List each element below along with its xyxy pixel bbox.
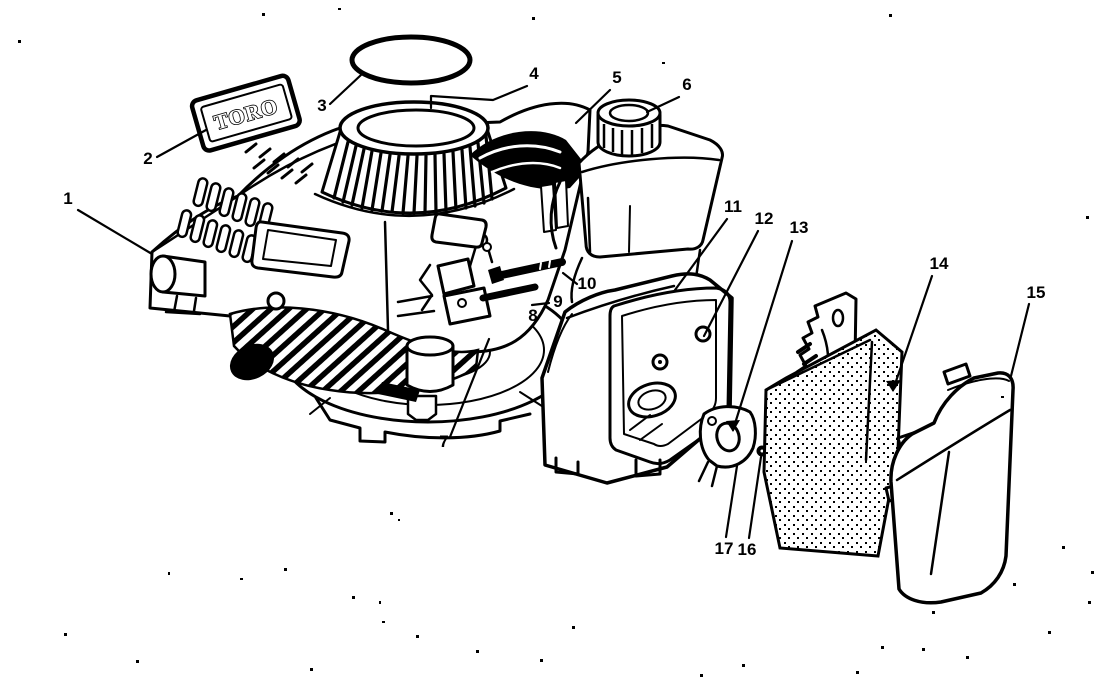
callout-4-leader — [429, 84, 529, 110]
vent-slots — [176, 142, 314, 264]
float-bowl — [405, 335, 455, 393]
callout-14: 14 — [930, 254, 949, 273]
callout-14-leader — [891, 274, 934, 392]
callout-2-leader — [155, 128, 208, 159]
breather-gasket — [697, 405, 757, 488]
callout-13: 13 — [790, 218, 809, 237]
callout-1-leader — [76, 208, 154, 256]
callout-9-leader — [530, 301, 551, 307]
callout-13-arrowhead — [726, 420, 740, 432]
callout-7-leader — [448, 337, 491, 439]
toro-decal: TORO — [189, 73, 302, 153]
callout-3: 3 — [317, 96, 326, 115]
callout-15-leader — [1009, 302, 1031, 378]
callout-16: 16 — [738, 540, 757, 559]
engine-base-plate — [314, 394, 532, 444]
shroud-recess-panels — [250, 212, 488, 311]
callout-16-leader — [747, 455, 763, 540]
callout-10-leader — [561, 271, 579, 286]
scan-noise-specks — [18, 8, 1094, 677]
mounting-bolt-long — [488, 258, 566, 284]
air-intake-screen — [313, 100, 516, 218]
callout-8: 8 — [528, 306, 537, 325]
callout-3-leader — [328, 73, 363, 106]
gasket-ring — [349, 34, 473, 86]
callout-4: 4 — [529, 64, 539, 83]
callout-6: 6 — [682, 75, 691, 94]
callout-11: 11 — [724, 197, 742, 216]
left-outlet-boss — [149, 254, 207, 316]
callout-9: 9 — [553, 292, 562, 311]
callout-10: 10 — [578, 274, 597, 293]
callout-2: 2 — [143, 149, 152, 168]
callout-1: 1 — [63, 189, 72, 208]
callout-15: 15 — [1027, 283, 1046, 302]
callout-12: 12 — [755, 209, 774, 228]
callout-17: 17 — [715, 539, 734, 558]
callout-14-arrowhead — [886, 380, 901, 392]
callout-6-leader — [645, 95, 681, 114]
air-filter-housing — [540, 272, 734, 485]
fuel-cap — [596, 98, 662, 158]
callout-5: 5 — [612, 68, 621, 87]
mounting-bolt-short — [479, 283, 539, 302]
callouts: 1 2 3 4 5 6 7 8 9 10 11 12 13 14 15 16 — [63, 64, 1045, 559]
air-cleaner-cover — [884, 362, 1015, 605]
callout-5-leader — [574, 88, 612, 125]
callout-7: 7 — [439, 432, 448, 451]
callout-13-leader — [731, 239, 794, 432]
callout-12-leader — [702, 229, 760, 338]
foam-filter-element — [762, 328, 904, 558]
callout-17-leader — [724, 464, 739, 539]
callout-11-leader — [673, 217, 729, 292]
